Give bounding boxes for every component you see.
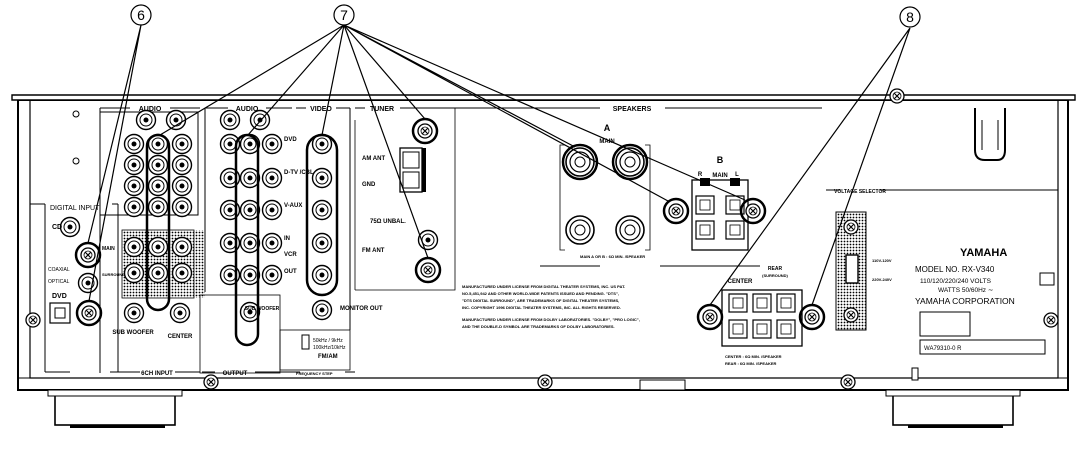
leader-lines — [87, 24, 911, 306]
audio-label-1: AUDIO — [139, 106, 162, 113]
dolby-line-2: AND THE DOUBLE-D SYMBOL ARE TRADEMARKS O… — [462, 324, 615, 329]
v220-label: 220V-240V — [872, 277, 892, 282]
spk-a-label: A — [604, 123, 611, 133]
output-label: OUTPUT — [223, 371, 248, 377]
r-label: R — [698, 172, 703, 178]
rating1-label: 110/120/220/240 VOLTS — [920, 278, 992, 285]
serial-box — [919, 339, 1046, 355]
fm-am-label: FM/AM — [318, 354, 338, 360]
spk-b-main-label: MAIN — [712, 173, 727, 179]
out-label: OUT — [284, 269, 297, 275]
callout-number-6: 6 — [130, 4, 152, 26]
frequency-step-label: FREQUENCY STEP — [296, 371, 333, 376]
center-in-label: CENTER — [168, 334, 193, 340]
rear-label: REAR — [768, 266, 783, 272]
center-label: CENTER — [728, 279, 753, 285]
speakers-label: SPEAKERS — [613, 106, 652, 113]
hole-icon — [72, 157, 80, 165]
monitor-out-label: MONITOR OUT — [340, 306, 383, 312]
audio-input-section — [99, 109, 205, 324]
main-6ch-label: MAIN — [102, 246, 115, 252]
spk-a-main-label: MAIN — [599, 139, 614, 145]
impedance-center-label: CENTER : 6Ω MIN. /SPEAKER — [725, 354, 782, 359]
sub-woofer-out-label: SUB WOOFER — [245, 306, 280, 312]
ul-mark-icon — [1039, 272, 1055, 286]
dts-line-2: NO.5,451,942 AND OTHER WORLD-WIDE PATENT… — [462, 291, 619, 296]
label-box — [919, 311, 971, 337]
vcr-label: VCR — [284, 252, 297, 258]
audio-video-section — [199, 109, 351, 374]
dts-line-4: INC. COPYRIGHT 1996 DIGITAL THEATER SYST… — [462, 305, 621, 310]
video-label: VIDEO — [310, 106, 332, 113]
digital-input-jacks — [49, 216, 99, 324]
sub-woofer-in-label: SUB WOOFER — [112, 330, 154, 336]
rating2-label: WATTS 50/60Hz ∼ — [938, 287, 994, 294]
fm-unbal-label: 75Ω UNBAL. — [370, 219, 406, 225]
svg-text:6: 6 — [137, 7, 145, 23]
dts-line-3: "DTS DIGITAL SURROUND", ARE TRADEMARKS O… — [462, 298, 619, 303]
serial-label: WA79310-0 R — [924, 346, 962, 352]
v110-label: 110V-120V — [872, 258, 892, 263]
dts-line-1: MANUFACTURED UNDER LICENSE FROM DIGITAL … — [462, 284, 625, 289]
power-cord — [974, 108, 1006, 161]
corp-label: YAMAHA CORPORATION — [915, 296, 1015, 306]
audio-label-2: AUDIO — [236, 106, 259, 113]
voltage-selector-label: VOLTAGE SELECTOR — [834, 189, 886, 195]
svg-text:7: 7 — [340, 7, 348, 23]
fm-ant-label: FM ANT — [362, 248, 385, 254]
tuner-label: TUNER — [370, 106, 394, 113]
v-aux-label: V-AUX — [284, 203, 302, 209]
impedance-rear-label: REAR : 6Ω MIN. /SPEAKER — [725, 361, 777, 366]
clip-icon — [911, 367, 919, 381]
voltage-selector — [835, 211, 867, 331]
hole-icon — [72, 110, 80, 118]
dolby-line-1: MANUFACTURED UNDER LICENSE FROM DOLBY LA… — [462, 317, 640, 322]
callout-number-8: 8 — [899, 6, 921, 28]
spk-b-label: B — [717, 155, 724, 165]
svg-text:8: 8 — [906, 9, 914, 25]
model-label: MODEL NO. RX-V340 — [915, 265, 995, 274]
surround-6ch-label: SURROUND — [102, 272, 125, 277]
freq-100-label: 100kHz/10kHz — [313, 345, 346, 351]
dvd-digital-label: DVD — [52, 293, 67, 300]
slot — [639, 379, 686, 391]
digital-input-label: DIGITAL INPUT — [50, 205, 100, 212]
speakers-a — [559, 144, 651, 251]
brand-label: YAMAHA — [960, 247, 1007, 259]
surround-label: (SURROUND) — [762, 273, 788, 278]
am-ant-label: AM ANT — [362, 156, 385, 162]
coaxial-label: COAXIAL — [48, 267, 70, 273]
callout-number-7: 7 — [333, 4, 355, 26]
in-label: IN — [284, 236, 290, 242]
gnd-label: GND — [362, 182, 376, 188]
dtv-cbl-label: D-TV /CBL — [284, 170, 314, 176]
cd-label: CD — [52, 224, 62, 231]
l-label: L — [735, 172, 739, 178]
center-rear-terminals — [721, 289, 803, 347]
freq-50-label: 50kHz / 9kHz — [313, 338, 343, 344]
optical-label: OPTICAL — [48, 279, 70, 285]
dvd-label: DVD — [284, 137, 297, 143]
impedance-ab-label: MAIN A OR B : 6Ω MIN. /SPEAKER — [580, 254, 645, 259]
tuner-section — [354, 108, 456, 291]
sch-input-label: 6CH INPUT — [141, 371, 173, 377]
